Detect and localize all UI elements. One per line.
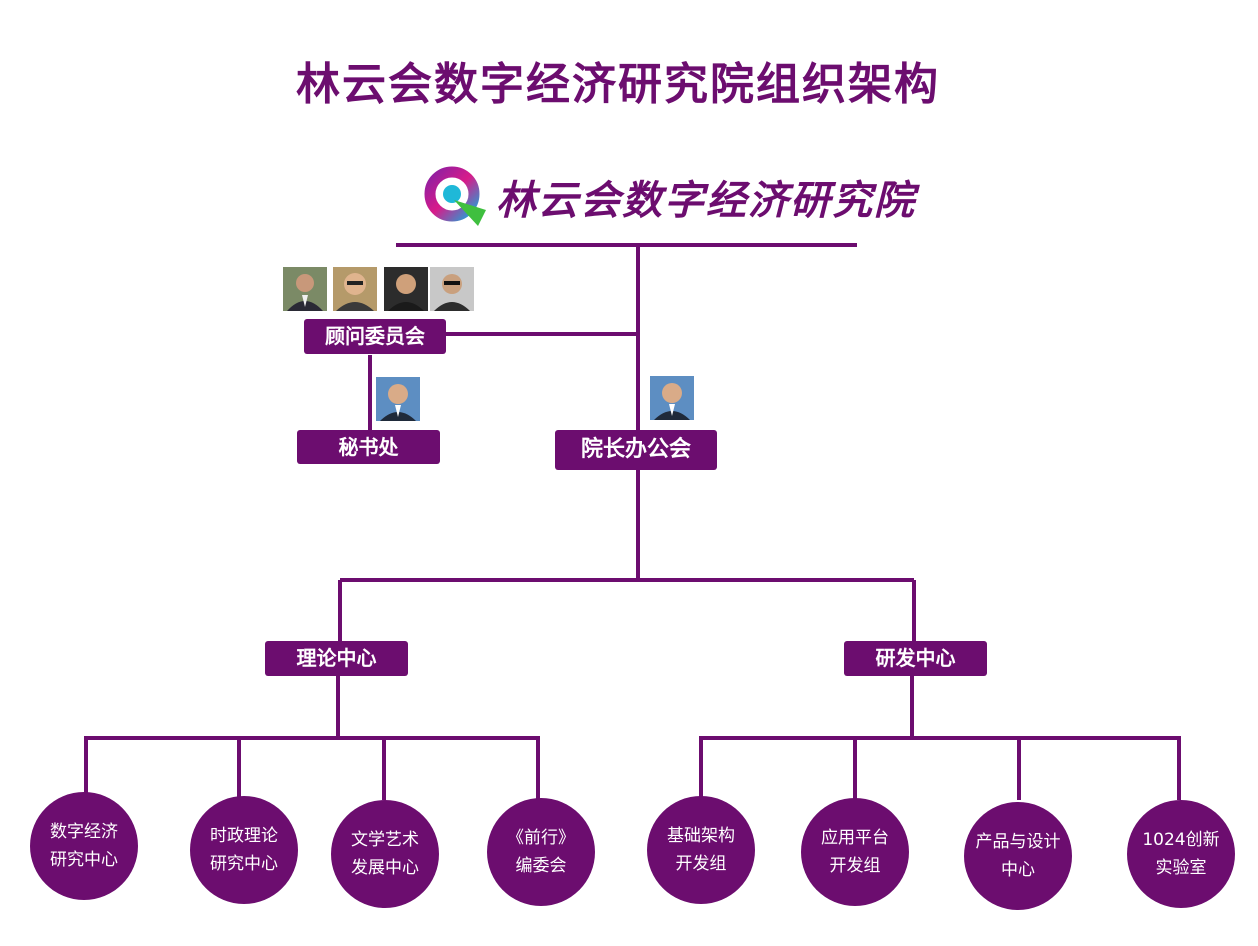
unit-line-1: 《前行》 [507, 828, 575, 848]
secretary-photo [376, 377, 420, 421]
theory-unit-circle[interactable]: 数字经济 研究中心 [30, 792, 138, 900]
theory-unit-circle[interactable]: 《前行》 编委会 [487, 798, 595, 906]
advisor-photo-3 [384, 267, 428, 311]
unit-line-2: 编委会 [515, 856, 567, 876]
unit-line-1: 文学艺术 [351, 830, 419, 850]
unit-line-2: 研究中心 [210, 854, 278, 874]
logo-text: 林云会数字经济研究院 [496, 177, 916, 224]
unit-line-2: 实验室 [1155, 858, 1207, 878]
unit-line-2: 发展中心 [351, 858, 419, 878]
rd-center-box[interactable]: 研发中心 [844, 641, 987, 676]
unit-line-1: 数字经济 [50, 822, 118, 842]
unit-line-1: 1024创新 [1142, 830, 1220, 850]
rd-unit-circle[interactable]: 应用平台 开发组 [801, 798, 909, 906]
secretariat-box[interactable]: 秘书处 [297, 430, 440, 464]
unit-line-2: 中心 [1001, 860, 1035, 880]
advisor-photo-4 [430, 267, 474, 311]
unit-line-1: 应用平台 [821, 828, 889, 848]
advisor-photo-1 [283, 267, 327, 311]
institute-logo: 林云会数字经济研究院 [420, 160, 914, 238]
advisory-committee-box[interactable]: 顾问委员会 [304, 319, 446, 354]
unit-line-2: 研究中心 [50, 850, 118, 870]
advisor-photo-2 [333, 267, 377, 311]
theory-unit-circle[interactable]: 文学艺术 发展中心 [331, 800, 439, 908]
rd-unit-circle[interactable]: 1024创新 实验室 [1127, 800, 1235, 908]
rd-unit-circle[interactable]: 基础架构 开发组 [647, 796, 755, 904]
president-photo [650, 376, 694, 420]
theory-unit-circle[interactable]: 时政理论 研究中心 [190, 796, 298, 904]
unit-line-1: 基础架构 [667, 826, 735, 846]
unit-line-1: 时政理论 [210, 826, 278, 846]
unit-line-2: 开发组 [675, 854, 727, 874]
unit-line-2: 开发组 [829, 856, 881, 876]
unit-line-1: 产品与设计 [975, 832, 1061, 852]
rd-unit-circle[interactable]: 产品与设计 中心 [964, 802, 1072, 910]
president-office-box[interactable]: 院长办公会 [555, 430, 717, 470]
theory-center-box[interactable]: 理论中心 [265, 641, 408, 676]
page-title: 林云会数字经济研究院组织架构 [296, 59, 940, 110]
q-swirl-logo-icon [424, 166, 486, 226]
